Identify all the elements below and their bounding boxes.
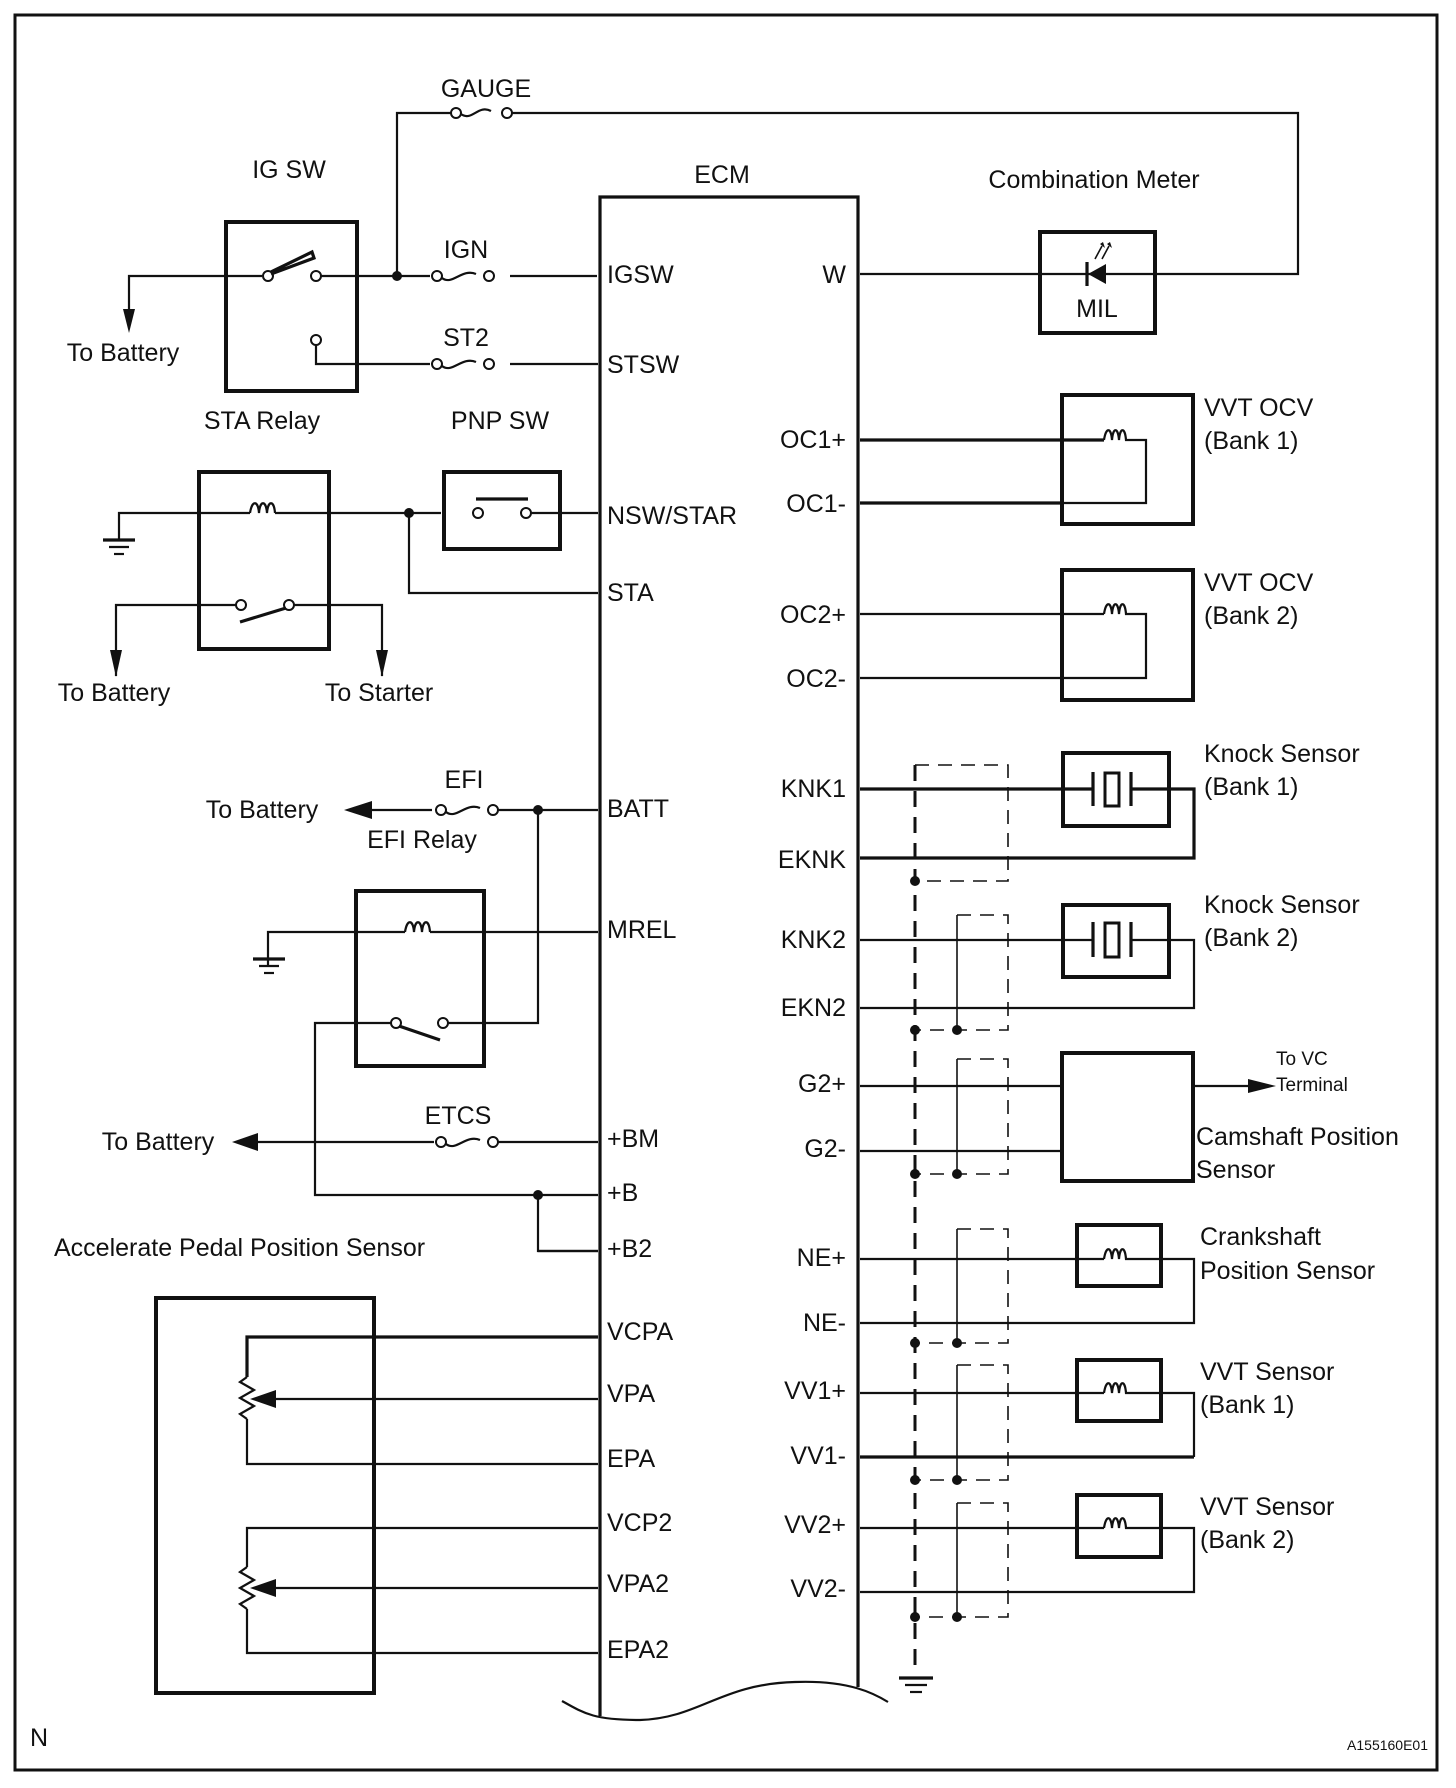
pnp-sw-label: PNP SW [451, 407, 550, 435]
knock-sensor-bank1-label: Knock Sensor [1204, 740, 1360, 768]
knock-sensor-bank1: Knock Sensor (Bank 1) [860, 740, 1360, 860]
vvt-ocv-bank1-label: VVT OCV [1204, 394, 1314, 422]
camshaft-sensor-sublabel: Sensor [1196, 1156, 1275, 1184]
st2-fuse: ST2 [430, 324, 510, 372]
crankshaft-sensor-label: Crankshaft [1200, 1223, 1321, 1251]
efi-fuse: EFI To Battery EFI Relay [206, 766, 598, 854]
to-starter: To Starter [325, 679, 433, 707]
pin-w: W [822, 261, 846, 289]
pin-vcpa: VCPA [607, 1318, 674, 1346]
vvt-sensor-bank1: VVT Sensor (Bank 1) [860, 1358, 1334, 1459]
vvt-sensor-bank2: VVT Sensor (Bank 2) [860, 1493, 1334, 1594]
pin-nsw-star: NSW/STAR [607, 502, 737, 530]
pin-vpa: VPA [607, 1380, 655, 1408]
vvt-ocv-bank2: VVT OCV (Bank 2) [860, 568, 1314, 702]
pin-b: +B [607, 1179, 638, 1207]
efi-fuse-label: EFI [445, 766, 484, 794]
to-battery-efi: To Battery [206, 796, 319, 824]
pin-epa2: EPA2 [607, 1636, 669, 1664]
pin-bm: +BM [607, 1125, 659, 1153]
camshaft-sensor-label: Camshaft Position [1196, 1123, 1399, 1151]
knock-sensor-bank2-label: Knock Sensor [1204, 891, 1360, 919]
ecm-block: ECM [561, 161, 889, 1722]
pin-ne-minus: NE- [803, 1309, 846, 1337]
etcs-fuse-label: ETCS [425, 1102, 492, 1130]
vvt-ocv-bank1: VVT OCV (Bank 1) [860, 393, 1314, 526]
pin-stsw: STSW [607, 351, 680, 379]
vvt-sensor-bank1-label: VVT Sensor [1200, 1358, 1334, 1386]
shield-wiring [899, 764, 1009, 1694]
pin-epa: EPA [607, 1445, 655, 1473]
pin-vv1-plus: VV1+ [784, 1377, 846, 1405]
pin-oc1-minus: OC1- [786, 490, 846, 518]
pin-g2-plus: G2+ [798, 1070, 846, 1098]
mil-label: MIL [1076, 295, 1118, 323]
camshaft-position-sensor: To VC Terminal Camshaft Position Sensor [860, 1049, 1399, 1184]
vvt-ocv-bank2-label: VVT OCV [1204, 569, 1314, 597]
pin-vv1-minus: VV1- [790, 1442, 846, 1470]
pin-ne-plus: NE+ [797, 1244, 846, 1272]
pin-vcp2: VCP2 [607, 1509, 672, 1537]
crankshaft-sensor-sublabel: Position Sensor [1200, 1257, 1375, 1285]
ig-sw-label: IG SW [252, 156, 326, 184]
pin-mrel: MREL [607, 916, 677, 944]
pin-b2: +B2 [607, 1235, 652, 1263]
efi-relay [253, 810, 598, 1197]
efi-relay-label: EFI Relay [367, 826, 477, 854]
mil-lamp: MIL [860, 230, 1157, 335]
pin-vpa2: VPA2 [607, 1570, 669, 1598]
to-battery-ig: To Battery [67, 339, 180, 367]
to-vc-terminal-sublabel: Terminal [1276, 1075, 1348, 1096]
ecm-title: ECM [694, 161, 750, 189]
gauge-fuse-label: GAUGE [441, 75, 531, 103]
corner-mark: N [30, 1724, 48, 1752]
pin-vv2-plus: VV2+ [784, 1511, 846, 1539]
pin-knk2: KNK2 [781, 926, 846, 954]
figure-code: A155160E01 [1347, 1737, 1428, 1753]
knock-sensor-bank1-sublabel: (Bank 1) [1204, 773, 1298, 801]
pin-ekn2: EKN2 [781, 994, 846, 1022]
sta-relay: To Battery To Starter [58, 470, 441, 707]
pin-vv2-minus: VV2- [790, 1575, 846, 1603]
etcs-fuse: ETCS To Battery [102, 1102, 598, 1156]
knock-sensor-bank2-sublabel: (Bank 2) [1204, 924, 1298, 952]
to-vc-terminal: To VC [1276, 1049, 1328, 1070]
accel-sensor-label: Accelerate Pedal Position Sensor [54, 1234, 425, 1262]
ign-fuse-label: IGN [444, 236, 488, 264]
pnp-switch [442, 470, 598, 551]
pin-eknk: EKNK [778, 846, 846, 874]
pin-igsw: IGSW [607, 261, 674, 289]
to-battery-etcs: To Battery [102, 1128, 215, 1156]
diagram-frame [13, 13, 1439, 1772]
st2-fuse-label: ST2 [443, 324, 489, 352]
gauge-fuse: GAUGE [395, 75, 1300, 276]
ecm-right-pins: W OC1+ OC1- OC2+ OC2- KNK1 EKNK KNK2 EKN… [778, 261, 846, 1603]
pin-oc2-plus: OC2+ [780, 601, 846, 629]
vvt-sensor-bank2-label: VVT Sensor [1200, 1493, 1334, 1521]
to-battery-sta: To Battery [58, 679, 171, 707]
vvt-ocv-bank2-sublabel: (Bank 2) [1204, 602, 1298, 630]
pin-oc2-minus: OC2- [786, 665, 846, 693]
crankshaft-position-sensor: Crankshaft Position Sensor [860, 1223, 1375, 1325]
ig-switch: IG SW To Battery [67, 156, 598, 393]
accel-pedal-sensor [154, 1296, 598, 1695]
pin-knk1: KNK1 [781, 775, 846, 803]
vvt-ocv-bank1-sublabel: (Bank 1) [1204, 427, 1298, 455]
vvt-sensor-bank2-sublabel: (Bank 2) [1200, 1526, 1294, 1554]
knock-sensor-bank2: Knock Sensor (Bank 2) [860, 891, 1360, 1010]
ign-fuse: IGN [430, 236, 510, 284]
combination-meter-label: Combination Meter [988, 166, 1199, 194]
pin-oc1-plus: OC1+ [780, 426, 846, 454]
sta-relay-label: STA Relay [204, 407, 321, 435]
pin-batt: BATT [607, 795, 669, 823]
vvt-sensor-bank1-sublabel: (Bank 1) [1200, 1391, 1294, 1419]
pin-sta: STA [607, 579, 654, 607]
ecm-left-pins: IGSW STSW NSW/STAR STA BATT MREL +BM +B … [607, 261, 737, 1664]
pin-g2-minus: G2- [804, 1135, 846, 1163]
